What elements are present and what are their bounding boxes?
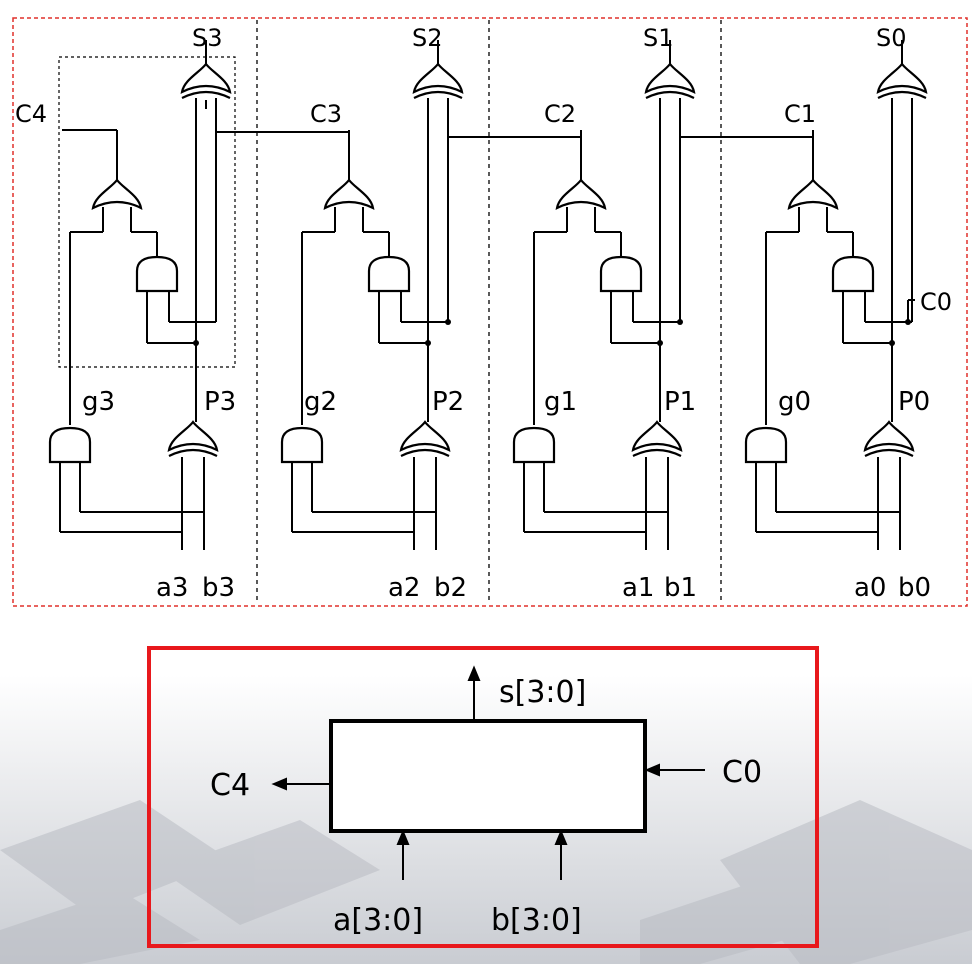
carry-label-c2: C2: [544, 100, 576, 128]
carry-out-label: C4: [210, 768, 250, 803]
g-label-g0: g0: [778, 387, 811, 417]
g-label-g2: g2: [304, 387, 337, 417]
carry-logic-highlight: [58, 56, 236, 368]
g-label-g1: g1: [544, 387, 577, 417]
carry-label-c4: C4: [15, 100, 47, 128]
stage-2: [280, 40, 464, 550]
input-b-label: b[3:0]: [491, 903, 582, 938]
a-label-a0: a0: [854, 573, 886, 603]
carry-in-block-label: C0: [722, 755, 762, 790]
carry-label-c1: C1: [784, 100, 816, 128]
p-label-p3: P3: [204, 387, 236, 417]
sum-label-s0: S0: [876, 24, 907, 52]
b-label-b0: b0: [898, 573, 931, 603]
junction-dots: [193, 319, 911, 346]
b-label-b3: b3: [202, 573, 235, 603]
sum-label-s1: S1: [643, 24, 674, 52]
a-label-a1: a1: [622, 573, 654, 603]
adder-block: [329, 719, 647, 833]
b-label-b1: b1: [664, 573, 697, 603]
b-label-b2: b2: [434, 573, 467, 603]
carry-label-c3: C3: [310, 100, 342, 128]
block-frame: [147, 646, 819, 948]
carry-in-label: C0: [920, 288, 952, 316]
input-a-label: a[3:0]: [333, 903, 423, 938]
p-label-p1: P1: [664, 387, 696, 417]
p-label-p0: P0: [898, 387, 930, 417]
stage-0: [744, 40, 928, 550]
stage-1: [512, 40, 696, 550]
circuit-frame: [12, 17, 968, 607]
sum-label-s2: S2: [412, 24, 443, 52]
p-label-p2: P2: [432, 387, 464, 417]
carry-chain: [216, 131, 915, 322]
sum-label-s3: S3: [192, 24, 223, 52]
stage-3: [48, 40, 232, 550]
sum-output-label: s[3:0]: [499, 675, 586, 710]
a-label-a3: a3: [156, 573, 188, 603]
a-label-a2: a2: [388, 573, 420, 603]
g-label-g3: g3: [82, 387, 115, 417]
